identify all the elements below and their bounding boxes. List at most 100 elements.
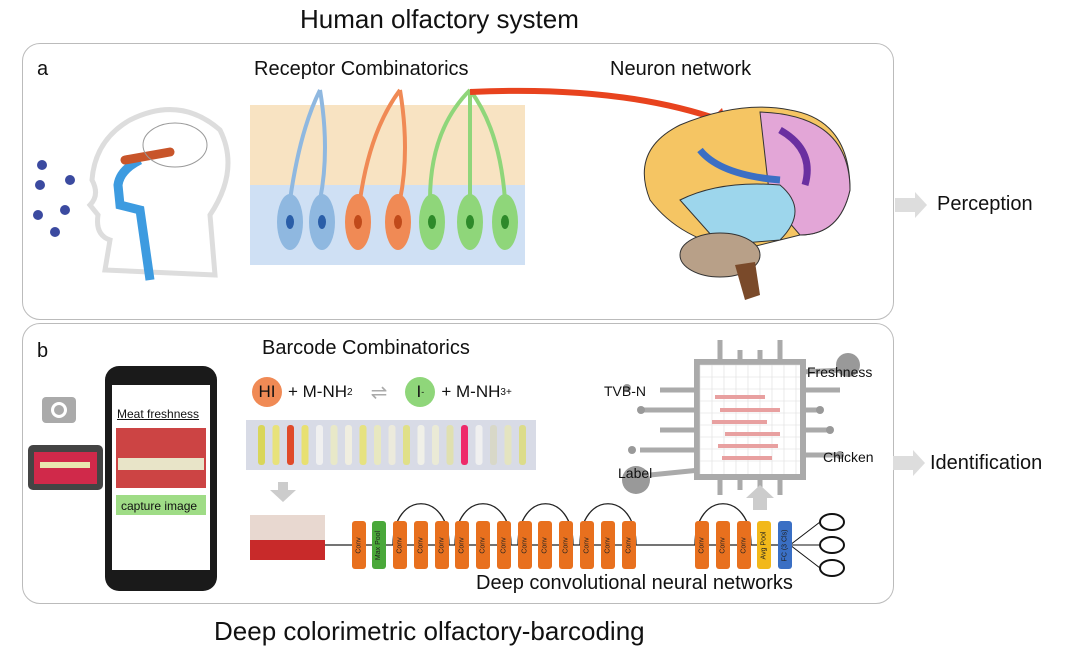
barcode-bar — [345, 425, 352, 465]
cnn-layer-label: Max Pool — [375, 530, 383, 560]
cnn-layer-label: Conv — [500, 536, 508, 554]
panel-a-label: a — [37, 58, 49, 80]
barcode-title: Barcode Combinatorics — [262, 337, 470, 359]
barcode-bar — [490, 425, 497, 465]
cnn-layer-conv: Conv — [695, 521, 709, 569]
neuron-title: Neuron network — [610, 58, 752, 80]
cnn-layer-avg-pool: Avg Pool — [757, 521, 771, 569]
brain-icon — [643, 106, 851, 300]
barcode-bar — [475, 425, 483, 465]
top-title: Human olfactory system — [300, 4, 579, 34]
barcode-bar — [287, 425, 294, 465]
barcode-bar — [432, 425, 439, 465]
cnn-layer-conv: Conv — [414, 521, 428, 569]
cnn-layer-label: Conv — [740, 536, 748, 554]
cnn-layer-label: Conv — [479, 536, 487, 554]
identification-label: Identification — [930, 452, 1043, 474]
barcode-bar — [316, 425, 323, 465]
iodide-reagent: I- — [405, 377, 436, 407]
cnn-layer-label: Conv — [541, 536, 549, 554]
cnn-layer-label: Conv — [521, 536, 529, 554]
cnn-layer-fc-3-cls-: FC (3 Cls) — [778, 521, 792, 569]
identification-arrow — [893, 450, 925, 476]
receptor-title: Receptor Combinatorics — [254, 58, 469, 80]
cnn-layer-label: Conv — [438, 536, 446, 554]
barcode-bars — [258, 425, 526, 465]
cnn-output-nodes — [789, 513, 845, 577]
chip-label-label: Label — [618, 465, 653, 481]
barcode-bar — [258, 425, 265, 465]
cnn-layer-label: Conv — [417, 536, 425, 554]
cnn-layer-label: Conv — [583, 536, 591, 554]
cnn-layer-conv: Conv — [716, 521, 730, 569]
barcode-bar — [330, 425, 338, 465]
cnn-layer-label: Conv — [625, 536, 633, 554]
cnn-layer-conv: Conv — [580, 521, 594, 569]
molecules-icon — [33, 160, 75, 237]
cnn-layer-label: Conv — [604, 536, 612, 554]
cnn-layer-label: Conv — [719, 536, 727, 554]
cnn-layer-conv: Conv — [601, 521, 615, 569]
right-subscript: 3 — [500, 386, 506, 398]
barcode-bar — [519, 425, 526, 465]
signal-arrow — [469, 87, 721, 123]
barcode-bar — [417, 425, 425, 465]
camera-icon — [42, 397, 76, 423]
bottom-title: Deep colorimetric olfactory-barcoding — [214, 616, 645, 646]
cnn-layer-conv: Conv — [352, 521, 366, 569]
barcode-bar — [504, 425, 512, 465]
cnn-layer-label: Conv — [698, 536, 706, 554]
cnn-layer-label: Avg Pool — [760, 531, 768, 559]
barcode-bar — [272, 425, 280, 465]
chip-label-tvbn: TVB-N — [604, 383, 646, 399]
cnn-layer-conv: Conv — [518, 521, 532, 569]
chip-label-chicken: Chicken — [823, 449, 874, 465]
smartphone — [105, 366, 217, 591]
up-arrow — [746, 485, 774, 510]
barcode-bar — [388, 425, 396, 465]
cnn-layer-conv: Conv — [455, 521, 469, 569]
cnn-layer-conv: Conv — [538, 521, 552, 569]
cnn-layer-label: Conv — [355, 536, 363, 554]
cnn-layer-label: Conv — [458, 536, 466, 554]
barcode-bar — [374, 425, 381, 465]
chip-label-freshness: Freshness — [807, 364, 873, 380]
meat-tray-image — [28, 445, 103, 490]
equilibrium-arrows-icon: ⇌ — [370, 381, 388, 404]
cnn-layer-conv: Conv — [559, 521, 573, 569]
barcode-bar — [359, 425, 367, 465]
panel-b-label: b — [37, 340, 49, 362]
cnn-layer-conv: Conv — [737, 521, 751, 569]
cnn-layer-label: Conv — [396, 536, 404, 554]
cnn-layer-conv: Conv — [476, 521, 490, 569]
barcode-bar — [403, 425, 410, 465]
perception-arrow — [895, 192, 927, 218]
cnn-layer-max-pool: Max Pool — [372, 521, 386, 569]
cnn-layer-conv: Conv — [622, 521, 636, 569]
chip-icon — [622, 340, 860, 495]
capture-image-button[interactable]: capture image — [121, 499, 198, 513]
left-subscript: 2 — [347, 386, 353, 398]
left-product: + M-NH — [288, 382, 348, 401]
right-product: + M-NH — [441, 382, 501, 401]
barcode-bar — [446, 425, 454, 465]
right-charge: + — [505, 386, 512, 398]
cnn-layer-label: FC (3 Cls) — [781, 529, 789, 561]
cnn-layer-conv: Conv — [393, 521, 407, 569]
hi-reagent: HI — [252, 377, 282, 407]
phone-heading: Meat freshness — [117, 407, 200, 421]
cnn-layer-label: Conv — [562, 536, 570, 554]
iodide-symbol: I — [416, 382, 422, 401]
receptor-neurons — [277, 88, 518, 250]
panel-a — [22, 43, 894, 320]
barcode-bar — [301, 425, 309, 465]
head-profile-icon — [86, 107, 231, 281]
cnn-title: Deep convolutional neural networks — [476, 572, 793, 594]
down-arrow — [270, 482, 296, 502]
perception-label: Perception — [937, 193, 1033, 215]
cnn-layer-conv: Conv — [497, 521, 511, 569]
barcode-bar — [461, 425, 468, 465]
